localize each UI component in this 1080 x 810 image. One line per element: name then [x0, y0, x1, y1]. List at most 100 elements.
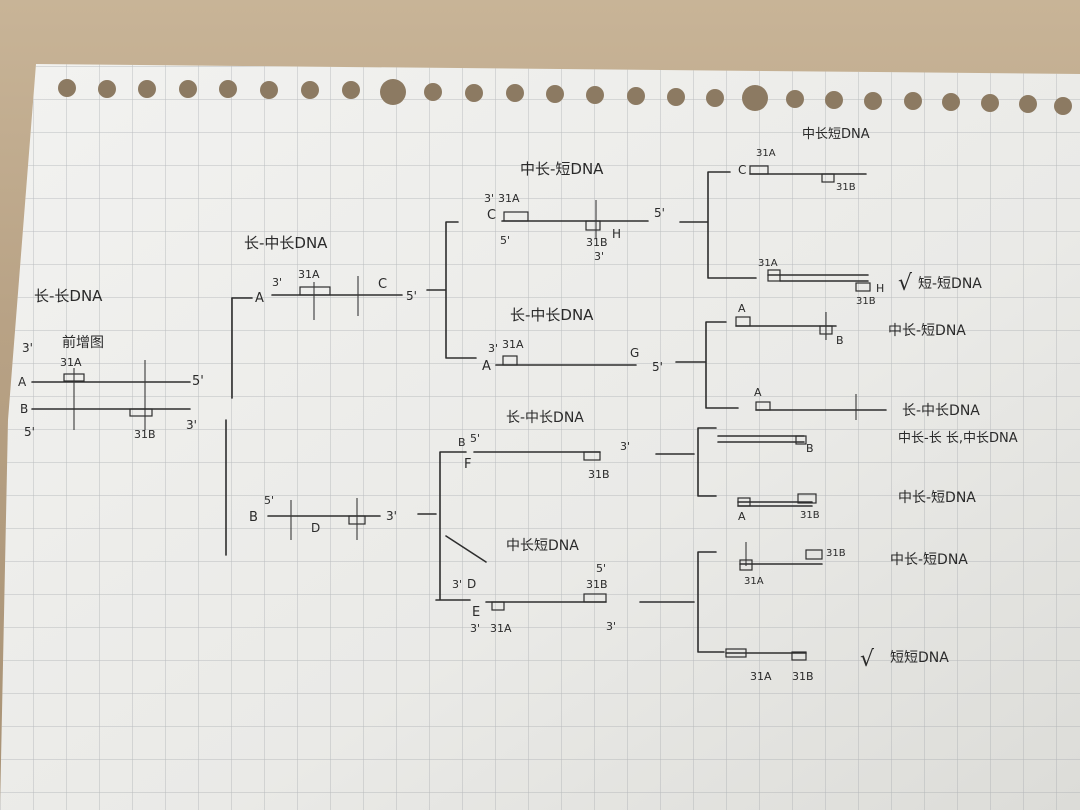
label-3prime: 3': [470, 622, 480, 635]
label-31a: 31A: [750, 670, 772, 683]
label-31a: 31A: [744, 576, 764, 587]
bracket: [417, 451, 471, 601]
label-31b: 31B: [586, 578, 608, 591]
label-c: C: [487, 208, 496, 223]
primer-31b: [583, 451, 601, 461]
label-3prime: 3': [386, 509, 397, 523]
result-4: 中长-长 长,中长DNA: [898, 431, 1018, 446]
label-3prime: 3': [272, 276, 282, 289]
diagonal-mark: [445, 535, 487, 563]
bracket: [655, 427, 717, 497]
primer-31a: [755, 401, 771, 411]
primer-31a: [739, 559, 753, 571]
label-3prime: 3': [594, 250, 604, 263]
label-3prime: 3': [186, 418, 197, 432]
label-31b: 31B: [586, 236, 608, 249]
result-2: 中长-短DNA: [888, 323, 966, 339]
label-31b: 31B: [856, 296, 876, 307]
label-a: A: [255, 291, 264, 306]
primer-31b: [791, 651, 807, 661]
bracket: [639, 551, 725, 653]
title-long-midlong-2: 长-中长DNA: [510, 306, 594, 324]
label-h: H: [876, 282, 884, 295]
label-a: A: [738, 302, 746, 315]
label-31b: 31B: [588, 468, 610, 481]
primer-31a: [491, 601, 505, 611]
title-long-midlong: 长-中长DNA: [244, 234, 328, 252]
label-3prime: 3': [452, 578, 462, 591]
label-g: G: [630, 346, 639, 360]
title-long-midlong-3: 长-中长DNA: [506, 410, 584, 426]
primer-31b: [583, 593, 607, 603]
primer-31a: [749, 165, 769, 175]
check-mark: √: [898, 271, 913, 296]
label-3prime: 3': [22, 341, 33, 355]
primer-31b: [855, 282, 871, 292]
label-b: B: [249, 510, 258, 525]
label-a: A: [754, 386, 762, 399]
label-b: B: [806, 442, 814, 455]
result-1: 短-短DNA: [918, 276, 982, 292]
bracket: [426, 221, 477, 359]
label-5prime: 5': [24, 425, 35, 439]
label-a: A: [482, 359, 491, 374]
primer-31b: [795, 435, 807, 445]
label-d: D: [311, 521, 320, 535]
primer-31b: [129, 408, 153, 417]
label-f: F: [464, 457, 471, 472]
title-primer-map: 前增图: [62, 334, 104, 351]
result-3: 长-中长DNA: [902, 403, 980, 419]
label-c: C: [738, 163, 746, 177]
primer-31b: [585, 220, 601, 231]
corner-title: 中长短DNA: [802, 127, 870, 142]
primer-31a: [735, 316, 751, 327]
result-7: 短短DNA: [890, 650, 949, 666]
label-3prime: 3': [488, 342, 498, 355]
label-h: H: [612, 227, 621, 241]
check-mark: √: [860, 647, 875, 672]
result-6: 中长-短DNA: [890, 552, 968, 568]
label-d: D: [467, 577, 476, 591]
label-5prime: 5': [192, 374, 204, 389]
bracket: [675, 321, 739, 409]
bracket: [679, 171, 757, 279]
label-b: B: [20, 402, 28, 416]
primer-31b: [797, 493, 817, 504]
label-5prime: 5': [406, 289, 417, 303]
label-e: E: [472, 605, 480, 620]
primer-31b: [805, 549, 823, 560]
primer-31a: [299, 286, 331, 296]
label-3prime: 3': [484, 192, 494, 205]
label-31b: 31B: [800, 510, 820, 521]
label-b: B: [836, 334, 844, 347]
result-5: 中长-短DNA: [898, 490, 976, 506]
label-31a: 31A: [60, 356, 82, 369]
label-c: C: [378, 277, 387, 292]
title-midlong-short: 中长-短DNA: [520, 160, 604, 178]
label-31a: 31A: [490, 622, 512, 635]
label-31b: 31B: [826, 548, 846, 559]
label-31a: 31A: [502, 338, 524, 351]
primer-31a: [502, 355, 518, 366]
primer-31b: [821, 173, 835, 183]
label-a: A: [738, 510, 746, 523]
title-long-long: 长-长DNA: [34, 287, 103, 305]
label-31a: 31A: [756, 148, 776, 159]
label-5prime: 5': [264, 494, 274, 507]
label-3prime: 3': [606, 620, 616, 633]
label-b: B: [458, 436, 466, 449]
binder-holes: [58, 79, 1072, 115]
label-5prime: 5': [654, 206, 665, 220]
title-midlong-short-mid: 中长短DNA: [506, 538, 579, 554]
label-31b: 31B: [836, 182, 856, 193]
label-5prime: 5': [652, 360, 663, 374]
label-31a: 31A: [758, 258, 778, 269]
label-31a: 31A: [298, 268, 320, 281]
label-3prime: 3': [620, 440, 630, 453]
label-31b: 31B: [134, 428, 156, 441]
label-5prime: 5': [596, 562, 606, 575]
primer-31a: [503, 211, 529, 222]
label-31a: 31A: [498, 192, 520, 205]
